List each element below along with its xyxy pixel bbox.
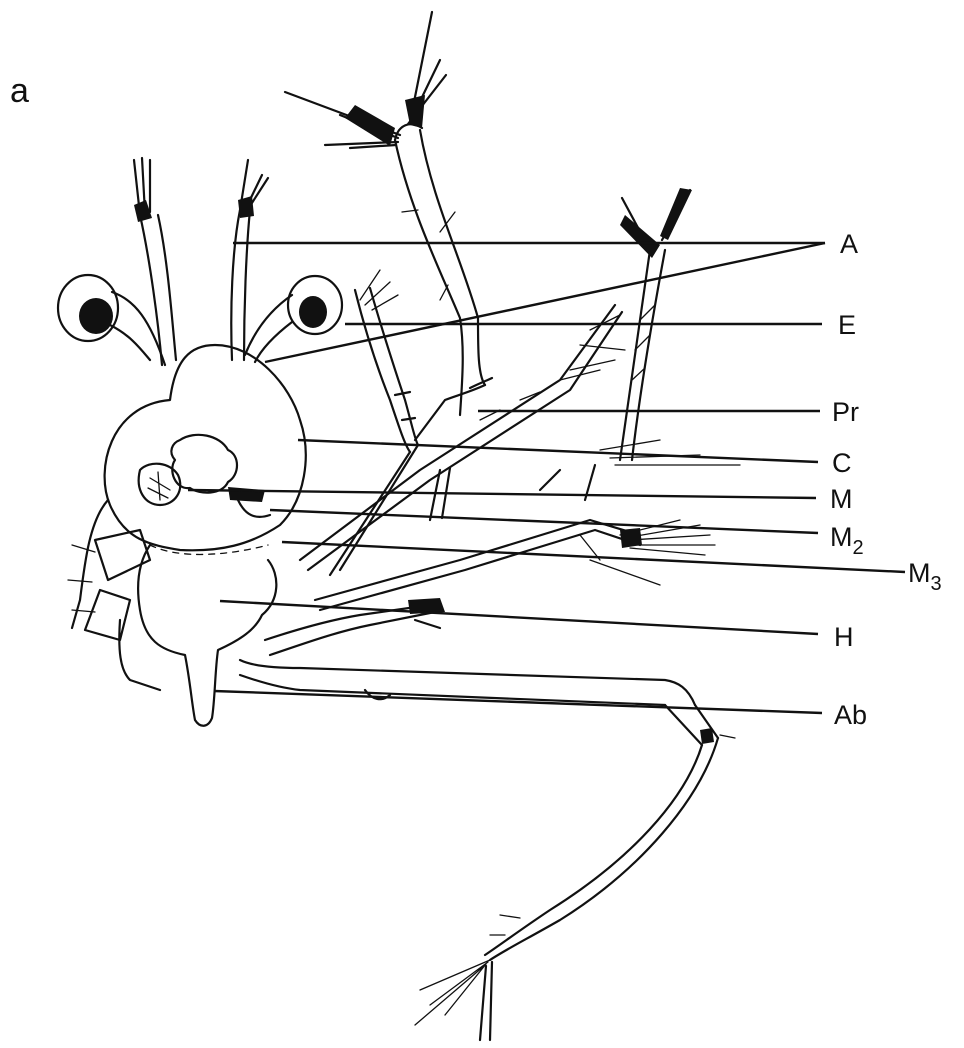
left-eye	[58, 275, 165, 365]
carapace	[105, 345, 306, 550]
label-M2: M2	[830, 522, 864, 559]
mouthparts	[139, 435, 270, 517]
leader-abdomen	[214, 691, 822, 713]
label-Ab: Ab	[834, 700, 867, 730]
leader-carapace	[298, 440, 818, 462]
label-Pr: Pr	[832, 397, 859, 427]
label-M2-sub: 2	[853, 537, 864, 559]
maxilliped-1	[330, 270, 418, 575]
leader-heart	[220, 601, 818, 634]
label-M3-base: M	[908, 558, 931, 588]
label-M: M	[830, 484, 853, 514]
label-A: A	[840, 229, 858, 259]
label-C: C	[832, 448, 852, 478]
leader-maxilliped	[188, 490, 816, 498]
label-H: H	[834, 622, 854, 652]
label-M3-sub: 3	[931, 573, 942, 595]
leader-antenna	[265, 243, 825, 362]
leader-lines	[188, 243, 905, 713]
label-M3: M3	[908, 558, 942, 595]
panel-label: a	[10, 72, 29, 110]
pereiopod	[265, 598, 445, 655]
antenna	[285, 12, 492, 440]
antennules	[134, 158, 268, 365]
maxilliped-3	[315, 440, 740, 610]
leader-maxilliped-3	[282, 542, 905, 572]
labels: A E Pr C M M2 M3 H Ab	[830, 229, 942, 730]
abdomen-limb	[240, 660, 735, 1040]
label-E: E	[838, 310, 856, 340]
label-M2-base: M	[830, 522, 853, 552]
